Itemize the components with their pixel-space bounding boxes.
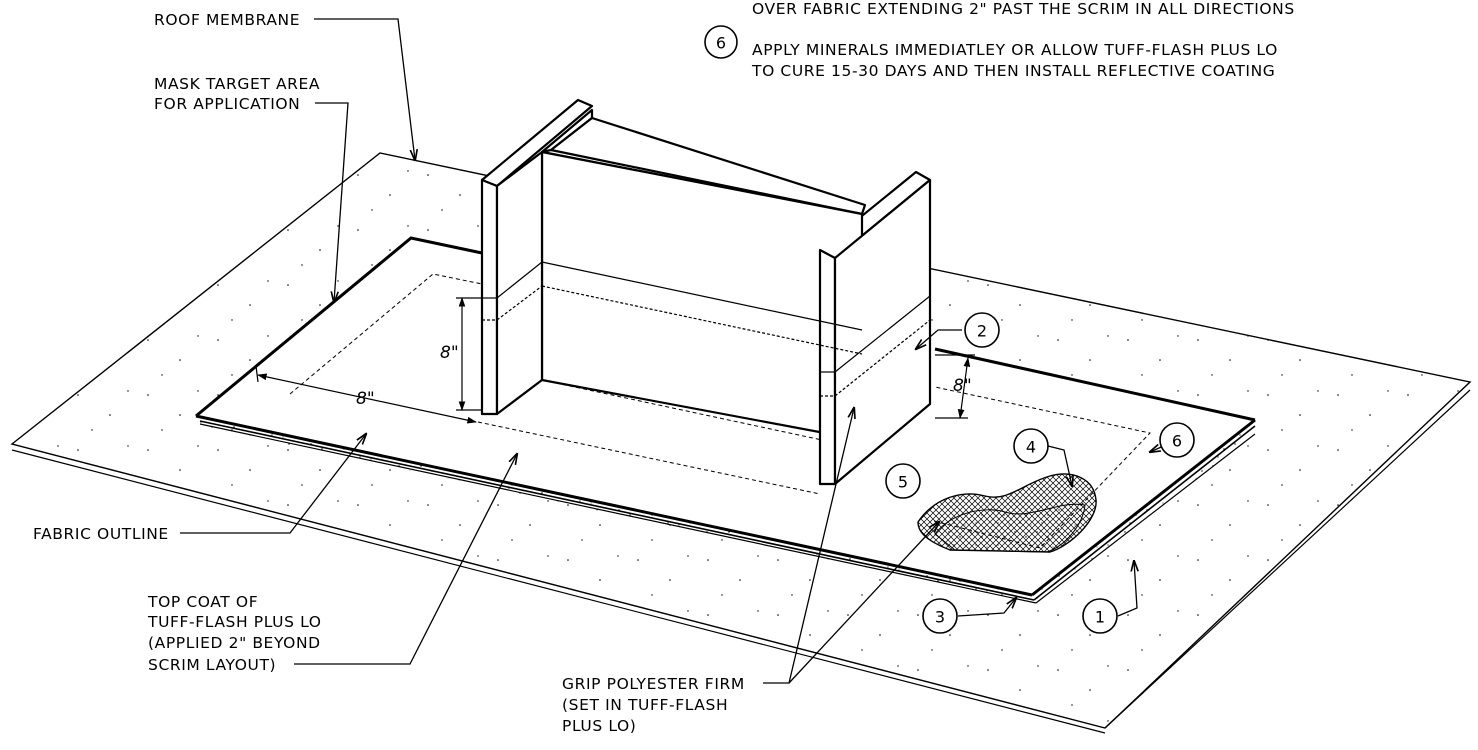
callout-3: 3 [922,598,958,634]
label-roof-membrane: ROOF MEMBRANE [154,11,300,29]
label-topcoat-line-2: TUFF-FLASH PLUS LO [147,613,322,631]
svg-text:3: 3 [935,608,945,627]
label-grip-line-2: (SET IN TUFF-FLASH [562,696,728,714]
steel-column [480,98,932,486]
leader-lines [180,18,1178,684]
label-topcoat-line-1: TOP COAT OF [147,593,258,611]
label-grip-line-1: GRIP POLYESTER FIRM [562,675,745,693]
callout-1: 1 [1082,598,1118,634]
label-mask-line-1: MASK TARGET AREA [154,75,320,93]
label-mask-line-2: FOR APPLICATION [154,95,300,113]
svg-text:2: 2 [977,322,987,341]
svg-text:6: 6 [1172,432,1182,451]
callout-5: 5 [885,463,921,499]
svg-text:5: 5 [898,473,908,492]
callout-6: 6 [1159,422,1195,458]
svg-text:4: 4 [1026,438,1036,457]
callout-2: 2 [964,312,1000,348]
note-6-line-2: TO CURE 15-30 DAYS AND THEN INSTALL REFL… [751,62,1275,80]
dimension-lines [255,297,975,424]
svg-text:6: 6 [716,34,726,53]
label-fabric-outline: FABRIC OUTLINE [33,525,169,543]
note-5-continued: OVER FABRIC EXTENDING 2" PAST THE SCRIM … [752,0,1295,18]
callout-4: 4 [1013,428,1049,464]
dim-vertical-left: 8" [440,343,459,363]
label-topcoat-line-4: SCRIM LAYOUT) [148,656,276,674]
label-grip-line-3: PLUS LO) [562,717,636,735]
note-6-line-1: APPLY MINERALS IMMEDIATLEY OR ALLOW TUFF… [752,41,1278,59]
label-topcoat-line-3: (APPLIED 2" BEYOND [148,634,321,652]
svg-text:1: 1 [1095,608,1105,627]
layer-cutaway [917,473,1097,553]
dim-vertical-right: 8" [953,376,972,396]
dim-horizontal-left: 8" [356,389,375,409]
note-6-bubble: 6 [704,25,738,59]
